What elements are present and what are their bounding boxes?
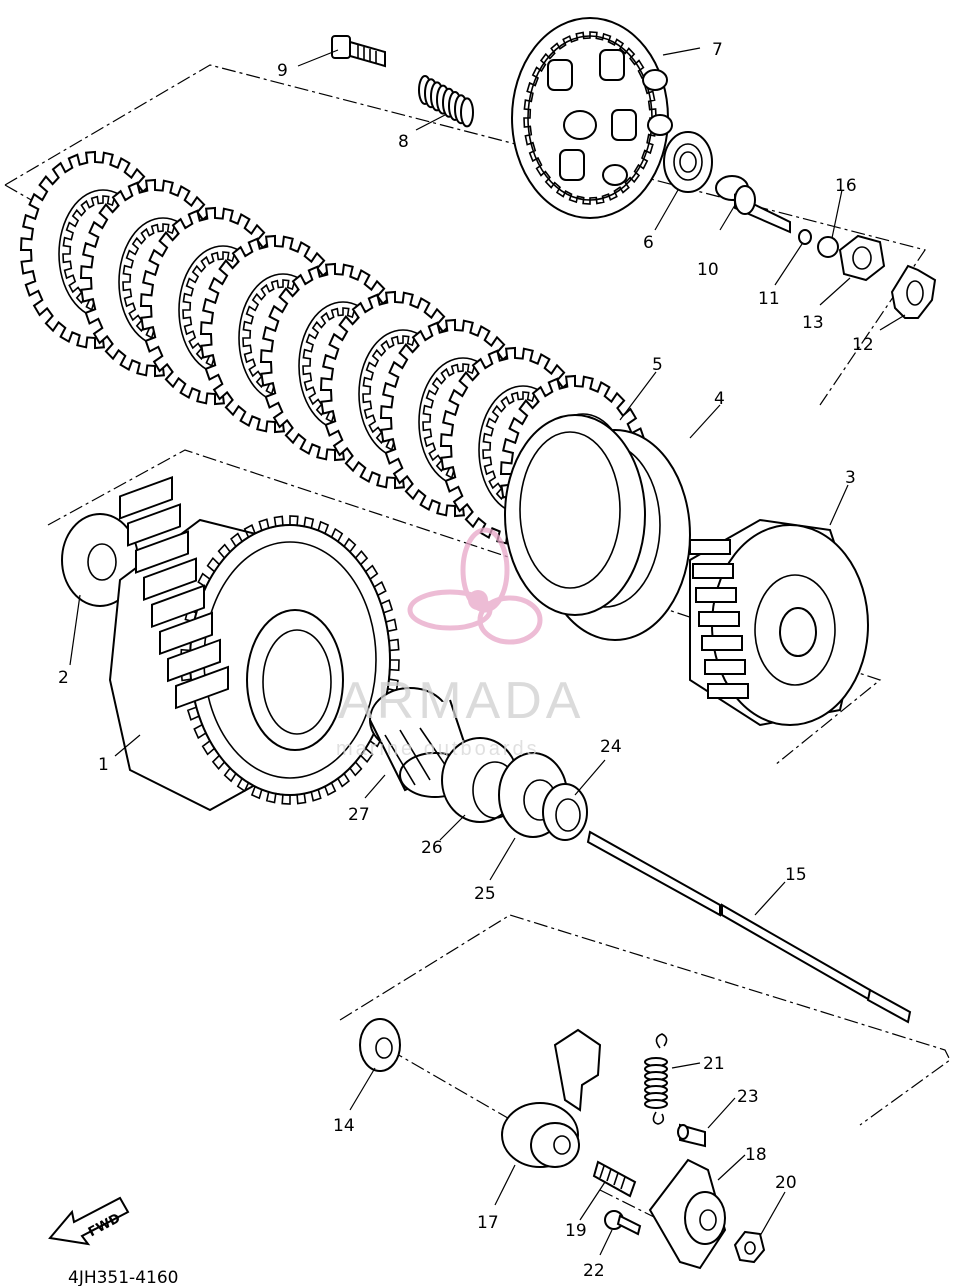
callout-26: 26 xyxy=(421,838,443,858)
callout-27: 27 xyxy=(348,805,370,825)
callout-1: 1 xyxy=(98,755,109,775)
callout-10: 10 xyxy=(697,260,719,280)
callout-13: 13 xyxy=(802,313,824,333)
callout-3: 3 xyxy=(845,468,856,488)
primary-driven-gear xyxy=(108,476,400,812)
assembly-outline-hub xyxy=(47,449,882,766)
callout-12: 12 xyxy=(852,335,874,355)
callout-5: 5 xyxy=(652,355,663,375)
callout-21: 21 xyxy=(703,1054,725,1074)
oil-seal xyxy=(359,1018,401,1072)
callout-24: 24 xyxy=(600,737,622,757)
armada-watermark: ARMADA marine outboards xyxy=(336,527,584,760)
bearing xyxy=(663,131,713,193)
drawing-code: 4JH351-4160 xyxy=(68,1268,178,1286)
callout-20: 20 xyxy=(775,1173,797,1193)
push-lever-shaft xyxy=(501,1028,602,1168)
callout-19: 19 xyxy=(565,1221,587,1241)
dowel-pin xyxy=(677,1123,706,1148)
callout-15: 15 xyxy=(785,865,807,885)
callout-14: 14 xyxy=(333,1116,355,1136)
hex-nut xyxy=(733,1230,766,1264)
lock-washer xyxy=(890,264,937,319)
callout-16: 16 xyxy=(835,176,857,196)
lock-nut xyxy=(838,234,886,282)
callout-17: 17 xyxy=(477,1213,499,1233)
callout-18: 18 xyxy=(745,1145,767,1165)
leader-lines xyxy=(69,47,906,1256)
callout-6: 6 xyxy=(643,233,654,253)
callout-4: 4 xyxy=(714,389,725,409)
watermark-tagline: marine outboards xyxy=(336,738,540,760)
clutch-plate xyxy=(504,414,646,616)
forward-direction-arrow: FWD xyxy=(48,1196,130,1246)
clutch-boss xyxy=(689,518,869,727)
bolt xyxy=(331,35,386,68)
propeller-logo-icon xyxy=(407,527,543,645)
callout-7: 7 xyxy=(712,40,723,60)
adjusting-screw xyxy=(592,1160,637,1198)
circlip xyxy=(542,783,588,841)
callout-11: 11 xyxy=(758,289,780,309)
tension-spring xyxy=(644,1033,668,1125)
callout-labels: 1 2 3 4 5 6 7 8 9 10 11 12 13 14 15 16 1… xyxy=(58,40,874,1281)
push-rod-short xyxy=(715,175,791,234)
callout-8: 8 xyxy=(398,132,409,152)
callout-22: 22 xyxy=(583,1261,605,1281)
compression-spring xyxy=(418,75,474,128)
o-ring xyxy=(798,229,812,245)
callout-2: 2 xyxy=(58,668,69,688)
pressure-plate xyxy=(511,17,673,219)
steel-ball xyxy=(817,236,839,258)
watermark-brand: ARMADA xyxy=(338,672,584,730)
callout-9: 9 xyxy=(277,61,288,81)
push-lever-cover xyxy=(648,1158,727,1270)
callout-25: 25 xyxy=(474,884,496,904)
screw xyxy=(604,1210,642,1236)
push-rod-long xyxy=(586,830,912,1024)
callout-23: 23 xyxy=(737,1087,759,1107)
